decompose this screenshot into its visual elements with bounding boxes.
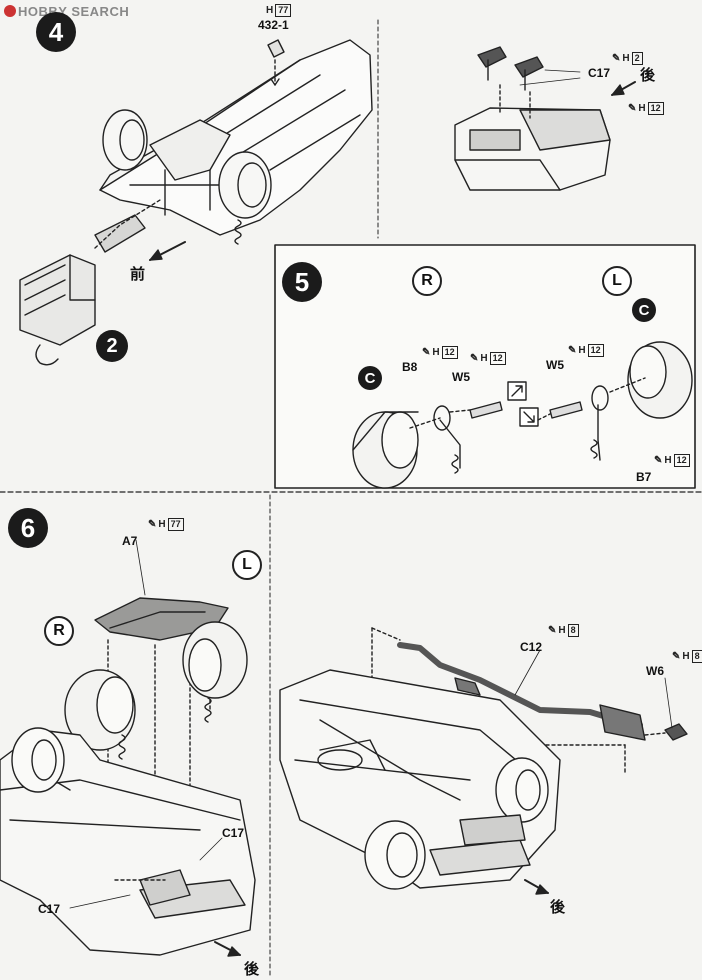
color-prefix: H (664, 455, 672, 466)
color-prefix: H (158, 519, 166, 530)
part-b7-label: B7 (636, 470, 652, 484)
step5-drawing (352, 341, 693, 489)
ref-step-2-badge: 2 (96, 330, 128, 362)
front-label: 前 (130, 265, 146, 283)
wheel-c-badge-left: C (358, 366, 382, 390)
glue-icon: ✎ (628, 103, 637, 114)
part-w6-label: W6 (646, 664, 664, 678)
glue-icon: ✎ (654, 455, 663, 466)
part-w5-left-label: W5 (452, 370, 470, 384)
step4-detail-drawing (454, 46, 611, 191)
color-number: 77 (167, 518, 184, 531)
glue-icon: ✎ (422, 347, 431, 358)
glue-icon: ✎ (548, 625, 557, 636)
color-number: 12 (441, 346, 458, 359)
step6-exhaust-drawing (279, 627, 688, 890)
color-prefix: H (682, 651, 690, 662)
part-b8-label: B8 (402, 360, 418, 374)
color-prefix: H (266, 5, 274, 16)
color-prefix: H (480, 353, 488, 364)
color-number: 8 (567, 624, 579, 637)
color-number: 2 (631, 52, 643, 65)
color-number: 12 (587, 344, 604, 357)
step6-chassis-drawing (0, 597, 256, 956)
part-w5-right-label: W5 (546, 358, 564, 372)
glue-icon: ✎ (568, 345, 577, 356)
rear-label-exhaust: 後 (550, 898, 566, 916)
step-4-badge: 4 (36, 12, 76, 52)
color-prefix: H (558, 625, 566, 636)
color-prefix: H (578, 345, 586, 356)
color-number: 12 (647, 102, 664, 115)
color-prefix: H (638, 103, 646, 114)
part-c17-label: C17 (588, 66, 611, 80)
engine-drawing (19, 199, 161, 366)
part-432-1-label: 432-1 (258, 18, 289, 32)
step4-chassis-drawing (99, 39, 373, 245)
rear-label-step6: 後 (244, 960, 260, 978)
watermark-text: HOBBY SEARCH (18, 4, 130, 19)
color-prefix: H (432, 347, 440, 358)
color-prefix: H (622, 53, 630, 64)
glue-icon: ✎ (612, 53, 621, 64)
glue-icon: ✎ (672, 651, 681, 662)
part-c17-upper-label: C17 (222, 826, 245, 840)
step-6-badge: 6 (8, 508, 48, 548)
wheel-c-badge-right: C (632, 298, 656, 322)
rear-label-top: 後 (640, 66, 656, 84)
color-number: 77 (275, 4, 292, 17)
color-number: 12 (673, 454, 690, 467)
glue-icon: ✎ (148, 519, 157, 530)
hobby-search-logo-icon (4, 5, 16, 17)
side-l-badge-step6: L (232, 550, 262, 580)
side-l-badge: L (602, 266, 632, 296)
color-number: 8 (691, 650, 702, 663)
side-r-badge-step6: R (44, 616, 74, 646)
step-5-badge: 5 (282, 262, 322, 302)
side-r-badge: R (412, 266, 442, 296)
part-a7-label: A7 (122, 534, 138, 548)
color-number: 12 (489, 352, 506, 365)
glue-icon: ✎ (470, 353, 479, 364)
part-c12-label: C12 (520, 640, 543, 654)
part-c17-lower-label: C17 (38, 902, 61, 916)
